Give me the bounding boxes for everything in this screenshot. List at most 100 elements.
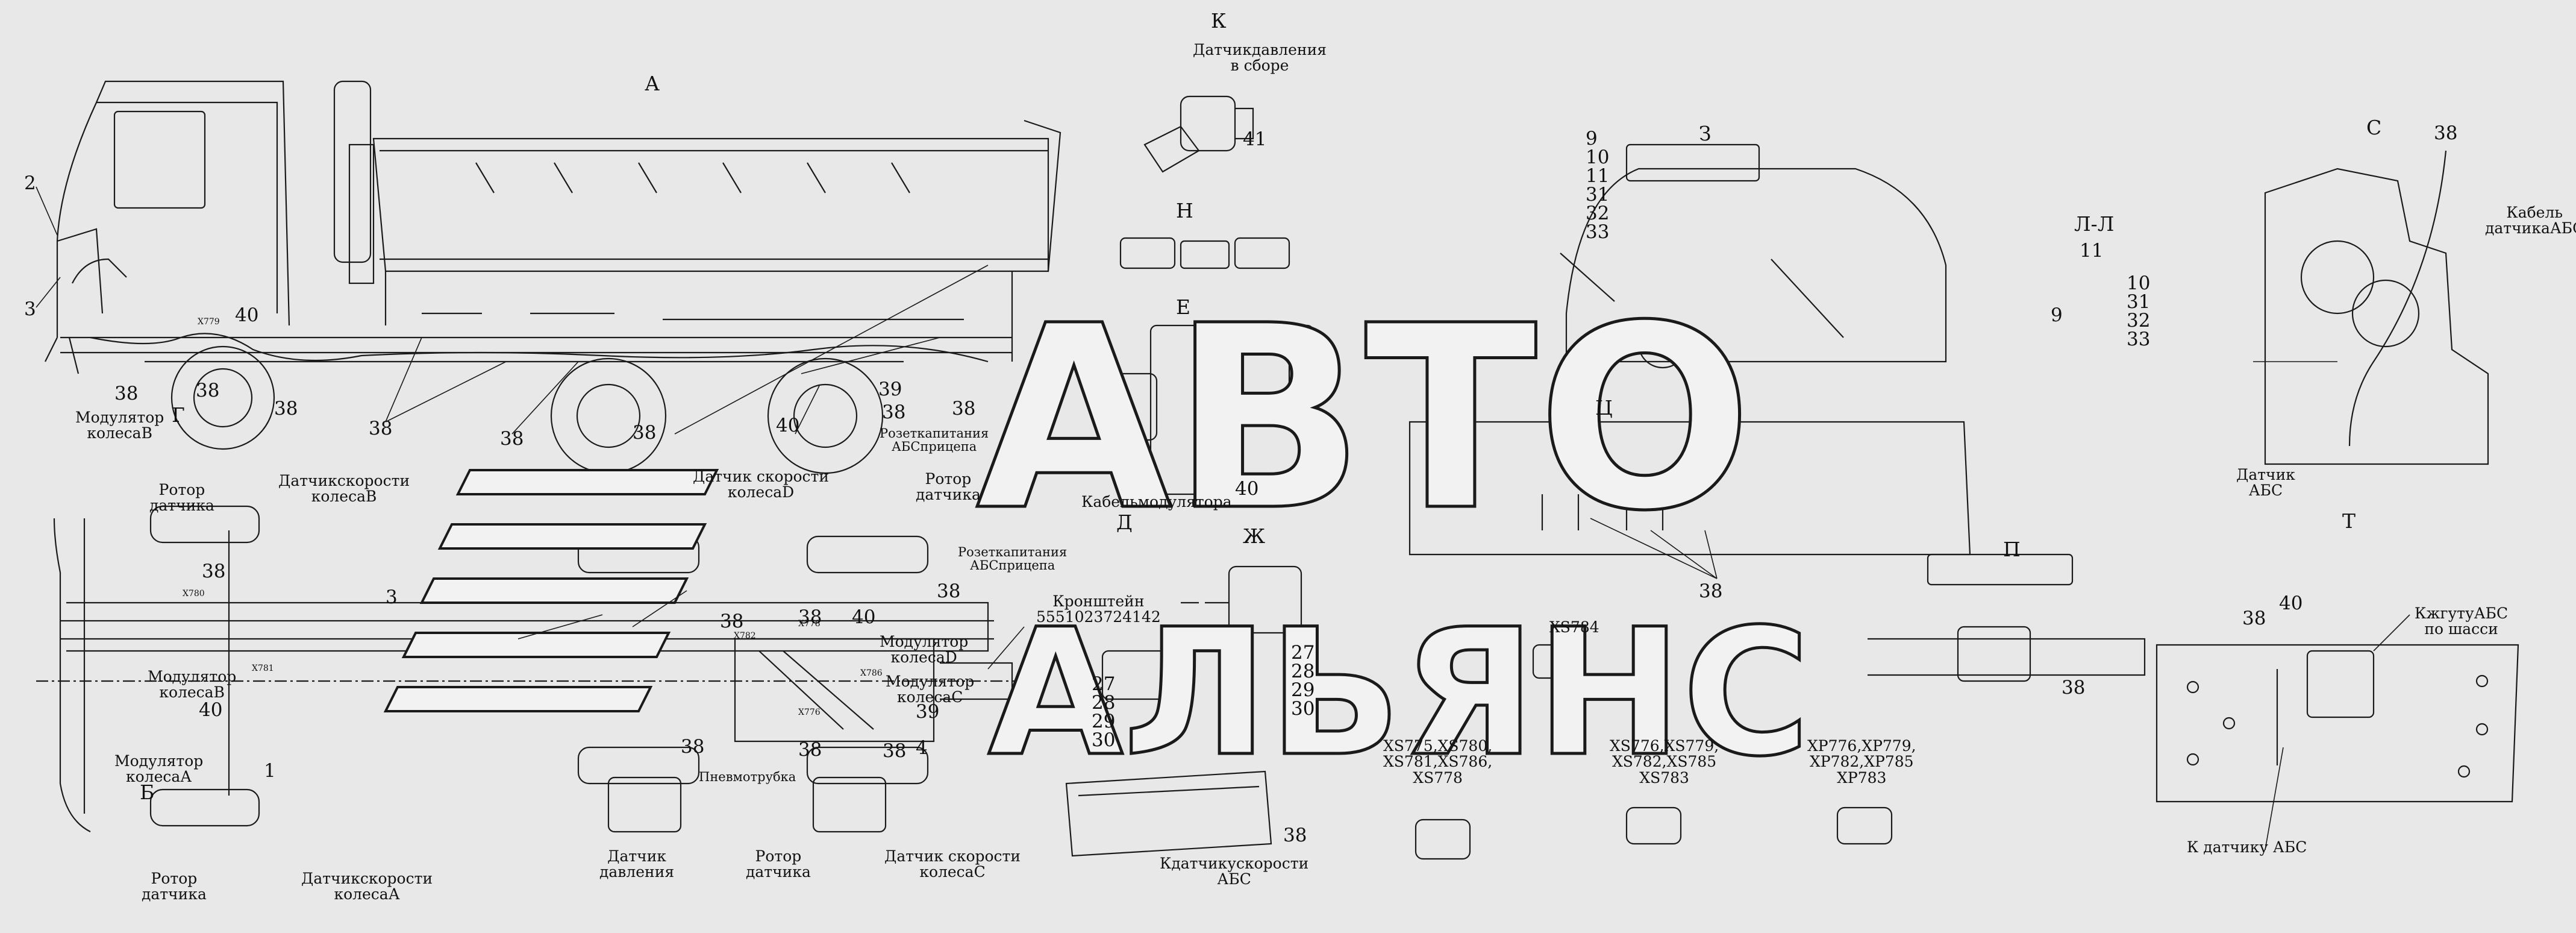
callout-38-t: 38 (2242, 608, 2266, 629)
callout-38-h: 38 (952, 398, 976, 419)
leader-lines (36, 186, 2410, 850)
pressure-sensor-k-view (1143, 95, 1254, 173)
callout-38-g: 38 (882, 401, 906, 423)
tag-x782: X782 (734, 631, 756, 641)
view-label-t: Т (2342, 509, 2356, 533)
callout-38-l: 38 (681, 736, 705, 758)
connector-h-view (1119, 237, 1290, 269)
view-label-ts: Ц (1595, 396, 1613, 419)
view-label-b: Б (140, 781, 155, 804)
callout-39-mid: 39 (916, 701, 940, 723)
label-pneumotube: Пневмотрубка (699, 770, 796, 784)
callout-38-f: 38 (633, 422, 657, 444)
view-label-k: К (1211, 9, 1227, 33)
engine-z-view (1560, 143, 1947, 369)
s-view-bracket (2264, 150, 2489, 465)
tag-x778: X778 (798, 619, 821, 629)
callout-38-a: 38 (114, 383, 139, 404)
callout-40-k: 40 (852, 606, 876, 628)
callout-38-s: 38 (2434, 122, 2458, 144)
watermark-line2: АЛЬЯНС (988, 592, 1810, 795)
view-label-z: З (1699, 122, 1712, 145)
label-xs784: XS784 (1549, 618, 1599, 636)
watermark-line1: АВТО (976, 272, 1752, 567)
view-label-p: П (2003, 538, 2021, 561)
callout-40-e: 40 (1235, 478, 1259, 500)
watermark-stripes (383, 469, 719, 712)
callout-38-p: 38 (2062, 677, 2086, 699)
truck-side-view (45, 80, 1061, 474)
speed-sensor-bracket (1065, 770, 1272, 857)
callout-3-top: 3 (24, 298, 36, 320)
callout-38-ts: 38 (1699, 580, 1723, 602)
callout-40-mid: 40 (776, 415, 800, 436)
callout-41: 41 (1243, 128, 1267, 150)
p-view-assembly (1868, 553, 2146, 682)
watermark-text: АВТО АЛЬЯНС (975, 271, 1812, 797)
label-to-abs-sensor: К датчику АБС (2187, 838, 2307, 856)
view-label-ll: Л-Л (2074, 212, 2115, 236)
view-label-d: Д (1116, 510, 1133, 534)
callout-11-ll: 11 (2080, 240, 2104, 262)
modulator-e-view (1101, 324, 1315, 495)
tag-x779: X779 (198, 317, 220, 327)
view-label-e: Е (1176, 295, 1191, 319)
callout-39-top: 39 (878, 379, 902, 400)
tag-x786: X786 (860, 668, 883, 678)
callout-38-top-view-a: 38 (202, 561, 226, 582)
callout-40-bottom: 40 (199, 699, 223, 721)
tag-x781: X781 (252, 664, 274, 673)
tag-x776: X776 (798, 708, 821, 717)
callout-38-i: 38 (720, 611, 744, 632)
view-label-zh: Ж (1243, 524, 1266, 548)
callout-38-j: 38 (798, 606, 822, 628)
bracket-zh-view (1101, 565, 1302, 700)
callout-38-bracket: 38 (1283, 825, 1307, 846)
label-xs-group1: XS775,XS780,XS781,XS786,XS778 (1383, 737, 1493, 787)
callout-40-t: 40 (2279, 592, 2303, 614)
callout-3-mid: 3 (386, 586, 398, 608)
callout-38-m: 38 (798, 739, 822, 761)
callout-38-c: 38 (274, 398, 298, 419)
view-label-s: С (2366, 116, 2382, 139)
callout-38-n: 38 (883, 740, 907, 762)
callout-38-b: 38 (196, 380, 220, 401)
callout-9-ll: 9 (2051, 304, 2063, 326)
connectors (1415, 644, 1893, 860)
tag-x780: X780 (183, 589, 205, 598)
t-view-frame (2156, 644, 2519, 803)
callout-1: 1 (264, 760, 276, 782)
callout-38-k: 38 (937, 580, 961, 602)
callout-4: 4 (916, 737, 928, 759)
view-label-g: Г (172, 403, 185, 427)
label-modulator-cable: Кабельмодулятора (1081, 493, 1232, 510)
